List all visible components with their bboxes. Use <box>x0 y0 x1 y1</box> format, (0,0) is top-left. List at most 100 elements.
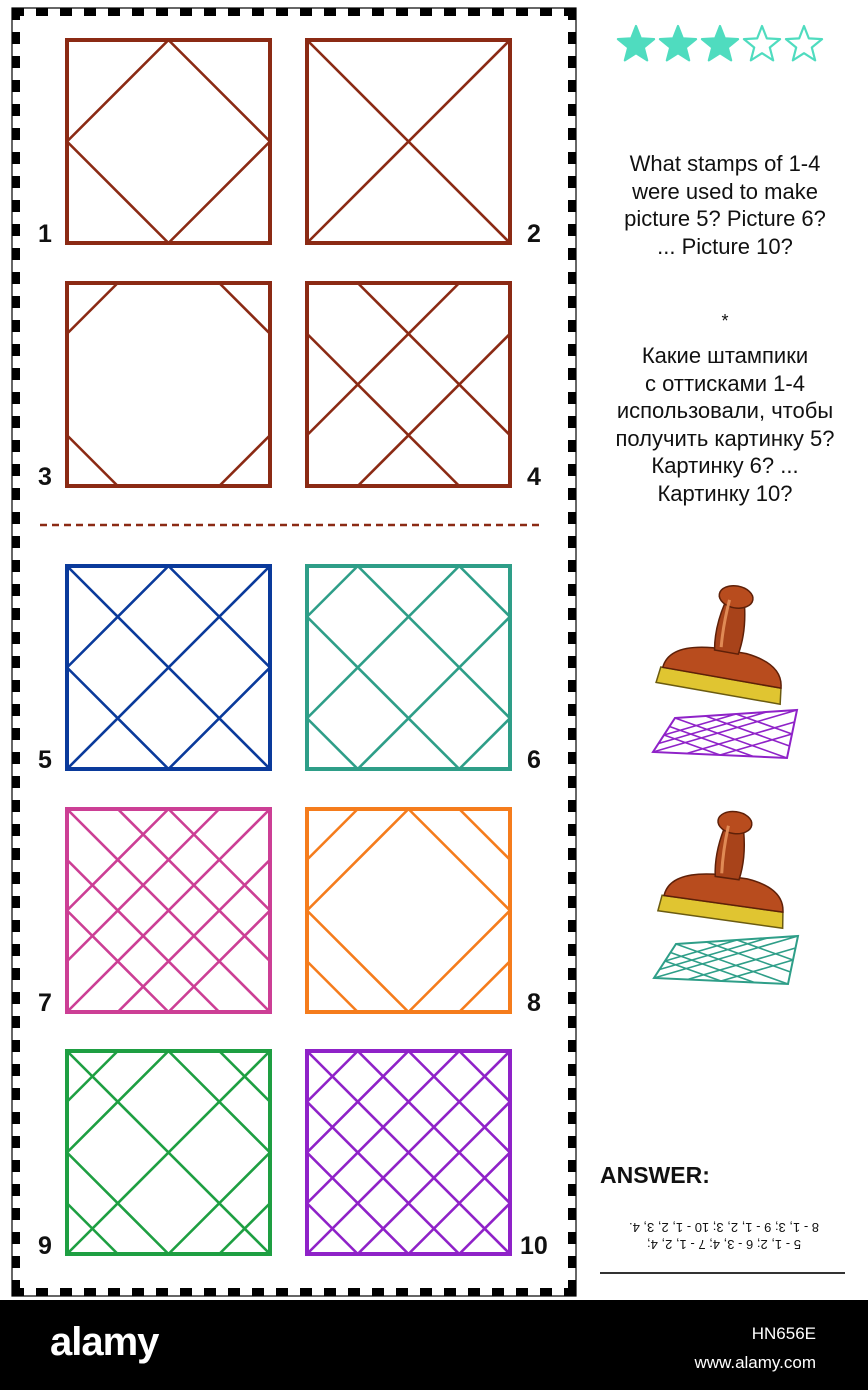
stamp-line <box>65 858 221 1014</box>
border-square <box>568 944 576 956</box>
border-square <box>568 1016 576 1028</box>
border-square <box>568 488 576 500</box>
border-square <box>568 56 576 68</box>
stamp-line <box>305 1100 461 1256</box>
imprint-line <box>663 734 721 756</box>
border-square <box>12 656 20 668</box>
border-square <box>568 8 576 20</box>
stamp-line <box>65 1049 272 1256</box>
star-filled-icon <box>700 24 740 62</box>
border-square <box>348 8 360 16</box>
stamp-line <box>217 1049 272 1104</box>
stamp-line <box>407 909 512 1014</box>
picture-7 <box>65 807 272 1014</box>
border-square <box>348 1288 360 1296</box>
border-square <box>12 296 20 308</box>
border-square <box>12 968 20 980</box>
border-square <box>568 512 576 524</box>
border-square <box>12 824 20 836</box>
imprint-line <box>670 951 755 984</box>
border-square <box>568 1232 576 1244</box>
picture-10 <box>305 1049 512 1256</box>
imprint-line <box>664 939 738 962</box>
border-square <box>568 80 576 92</box>
border-square <box>12 560 20 572</box>
imprint-line <box>675 943 789 985</box>
stamp-line <box>217 433 272 488</box>
border-square <box>568 896 576 908</box>
border-square <box>204 1288 216 1296</box>
question-english: What stamps of 1-4 were used to make pic… <box>580 150 868 260</box>
label-2: 2 <box>527 220 541 248</box>
border-square <box>568 584 576 596</box>
border-square <box>12 1280 20 1292</box>
border-square <box>492 8 504 16</box>
answer-line-1: 5 - 1, 2; 6 - 3, 4; 7 - 1, 2, 4; <box>647 1236 801 1252</box>
border-square <box>12 704 20 716</box>
question-russian: Какие штампики с оттисками 1-4 использов… <box>580 342 868 507</box>
imprint-line <box>686 721 795 755</box>
border-square <box>12 1088 20 1100</box>
stamp-line <box>65 807 221 963</box>
border-square <box>568 800 576 812</box>
border-square <box>12 728 20 740</box>
border-square <box>568 1208 576 1220</box>
border-square <box>468 1288 480 1296</box>
border-square <box>12 392 20 404</box>
picture-9 <box>65 1049 272 1256</box>
border-square <box>12 272 20 284</box>
question-line: were used to make <box>632 178 818 204</box>
border-square <box>568 728 576 740</box>
border-square <box>12 224 20 236</box>
stamp-body <box>655 584 782 706</box>
border-square <box>324 8 336 16</box>
border-square <box>568 536 576 548</box>
stamp-line <box>356 332 512 488</box>
image-id: HN656E <box>751 1324 816 1343</box>
question-line: What stamps of 1-4 <box>629 151 821 176</box>
border-square <box>84 8 96 16</box>
border-square <box>568 1280 576 1292</box>
stamp-line <box>217 281 272 336</box>
label-5: 5 <box>38 746 52 774</box>
border-square <box>568 656 576 668</box>
border-square <box>540 1288 552 1296</box>
stamp-imprint <box>652 934 800 986</box>
border-square <box>12 200 20 212</box>
border-square <box>568 824 576 836</box>
border-square <box>12 152 20 164</box>
border-square <box>12 440 20 452</box>
imprint-line <box>652 709 798 753</box>
label-3: 3 <box>38 463 52 491</box>
stamp-line <box>167 140 272 245</box>
answer-underline <box>600 1272 845 1274</box>
border-square <box>516 8 528 16</box>
stamp-line <box>407 807 512 912</box>
stamp-line <box>305 1049 360 1104</box>
stamp-line <box>305 281 461 437</box>
border-square <box>568 560 576 572</box>
stamp-line <box>305 564 461 720</box>
imprint-line <box>664 960 722 982</box>
border-square <box>204 8 216 16</box>
stamp-line <box>305 807 360 862</box>
picture-frame <box>305 281 512 488</box>
border-square <box>12 680 20 692</box>
border-square <box>276 8 288 16</box>
border-square <box>12 944 20 956</box>
picture-5 <box>65 564 272 771</box>
border-square <box>60 1288 72 1296</box>
border-square <box>568 776 576 788</box>
border-square <box>568 296 576 308</box>
border-square <box>420 8 432 16</box>
border-square <box>12 1112 20 1124</box>
border-square <box>568 200 576 212</box>
border-square <box>12 1160 20 1172</box>
stamp-line <box>305 716 360 771</box>
stamp-line <box>305 959 360 1014</box>
stamp-line <box>457 1049 512 1104</box>
question-line: Картинку 6? ... <box>651 453 799 478</box>
label-9: 9 <box>38 1232 52 1260</box>
border-square <box>468 8 480 16</box>
border-square <box>228 8 240 16</box>
